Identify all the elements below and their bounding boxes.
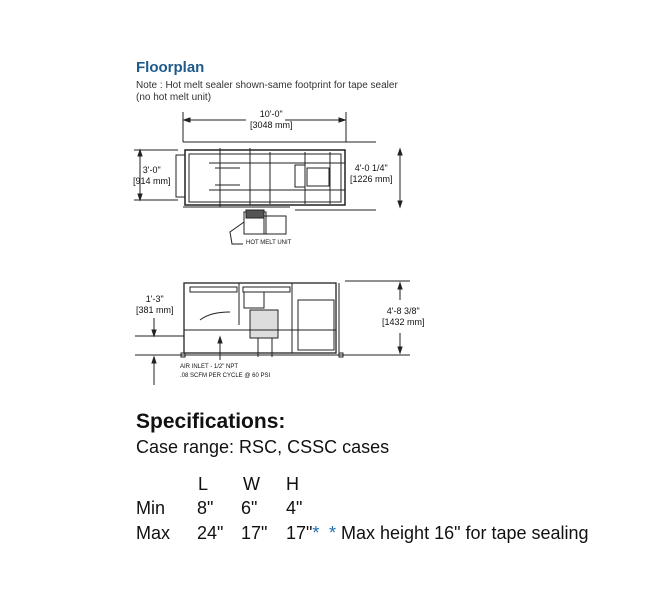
side-view-drawing [135, 280, 410, 385]
header-l: L [198, 474, 209, 494]
note-line1: Note : Hot melt sealer shown-same footpr… [136, 80, 398, 91]
min-w: 6" [241, 498, 258, 518]
row-min-label: Min [136, 498, 166, 518]
overall-width-ft: 4'-0 1/4" [354, 163, 388, 173]
overall-width-dimension: 4'-0 1/4"[1226 mm] [350, 163, 393, 185]
width-dimension: 3'-0"[914 mm] [133, 165, 171, 187]
row-max-label: Max [136, 523, 171, 543]
case-range: Case range: RSC, CSSC cases [136, 437, 390, 457]
overall-height-mm: [1432 mm] [382, 317, 425, 327]
floorplan-drawing [134, 112, 410, 385]
max-l: 24" [197, 523, 224, 543]
width-mm: [914 mm] [133, 176, 171, 186]
bed-height-mm: [381 mm] [136, 305, 174, 315]
max-h: 17"* [286, 523, 319, 544]
min-l: 8" [197, 498, 214, 518]
air-inlet-line2: .08 SCFM PER CYCLE @ 60 PSI [180, 373, 271, 379]
air-inlet-line1: AIR INLET - 1/2" NPT [180, 364, 239, 370]
top-view-drawing [134, 112, 403, 245]
overall-height-dimension: 4'-8 3/8"[1432 mm] [382, 306, 425, 328]
width-ft: 3'-0" [142, 165, 161, 175]
bed-height-ft: 1'-3" [145, 294, 164, 304]
max-w: 17" [241, 523, 268, 543]
floorplan-title: Floorplan [136, 59, 205, 76]
specifications-title: Specifications: [136, 410, 286, 433]
header-w: W [243, 474, 260, 494]
note-line2: (no hot melt unit) [136, 92, 212, 103]
min-h: 4" [286, 498, 303, 518]
length-ft: 10'-0" [259, 109, 283, 119]
air-inlet-label: AIR INLET - 1/2" NPT .08 SCFM PER CYCLE @… [180, 363, 270, 381]
overall-height-ft: 4'-8 3/8" [386, 306, 420, 316]
header-h: H [286, 474, 299, 494]
bed-height-dimension: 1'-3"[381 mm] [136, 294, 174, 316]
footnote-text: Max height 16" for tape sealing [336, 523, 589, 543]
length-mm: [3048 mm] [250, 120, 293, 130]
asterisk: * [312, 523, 320, 543]
hot-melt-unit-label: HOT MELT UNIT [246, 240, 292, 246]
max-h-value: 17" [286, 523, 313, 543]
length-dimension: 10'-0"[3048 mm] [250, 109, 293, 131]
footnote: * Max height 16" for tape sealing [329, 523, 589, 543]
overall-width-mm: [1226 mm] [350, 174, 393, 184]
